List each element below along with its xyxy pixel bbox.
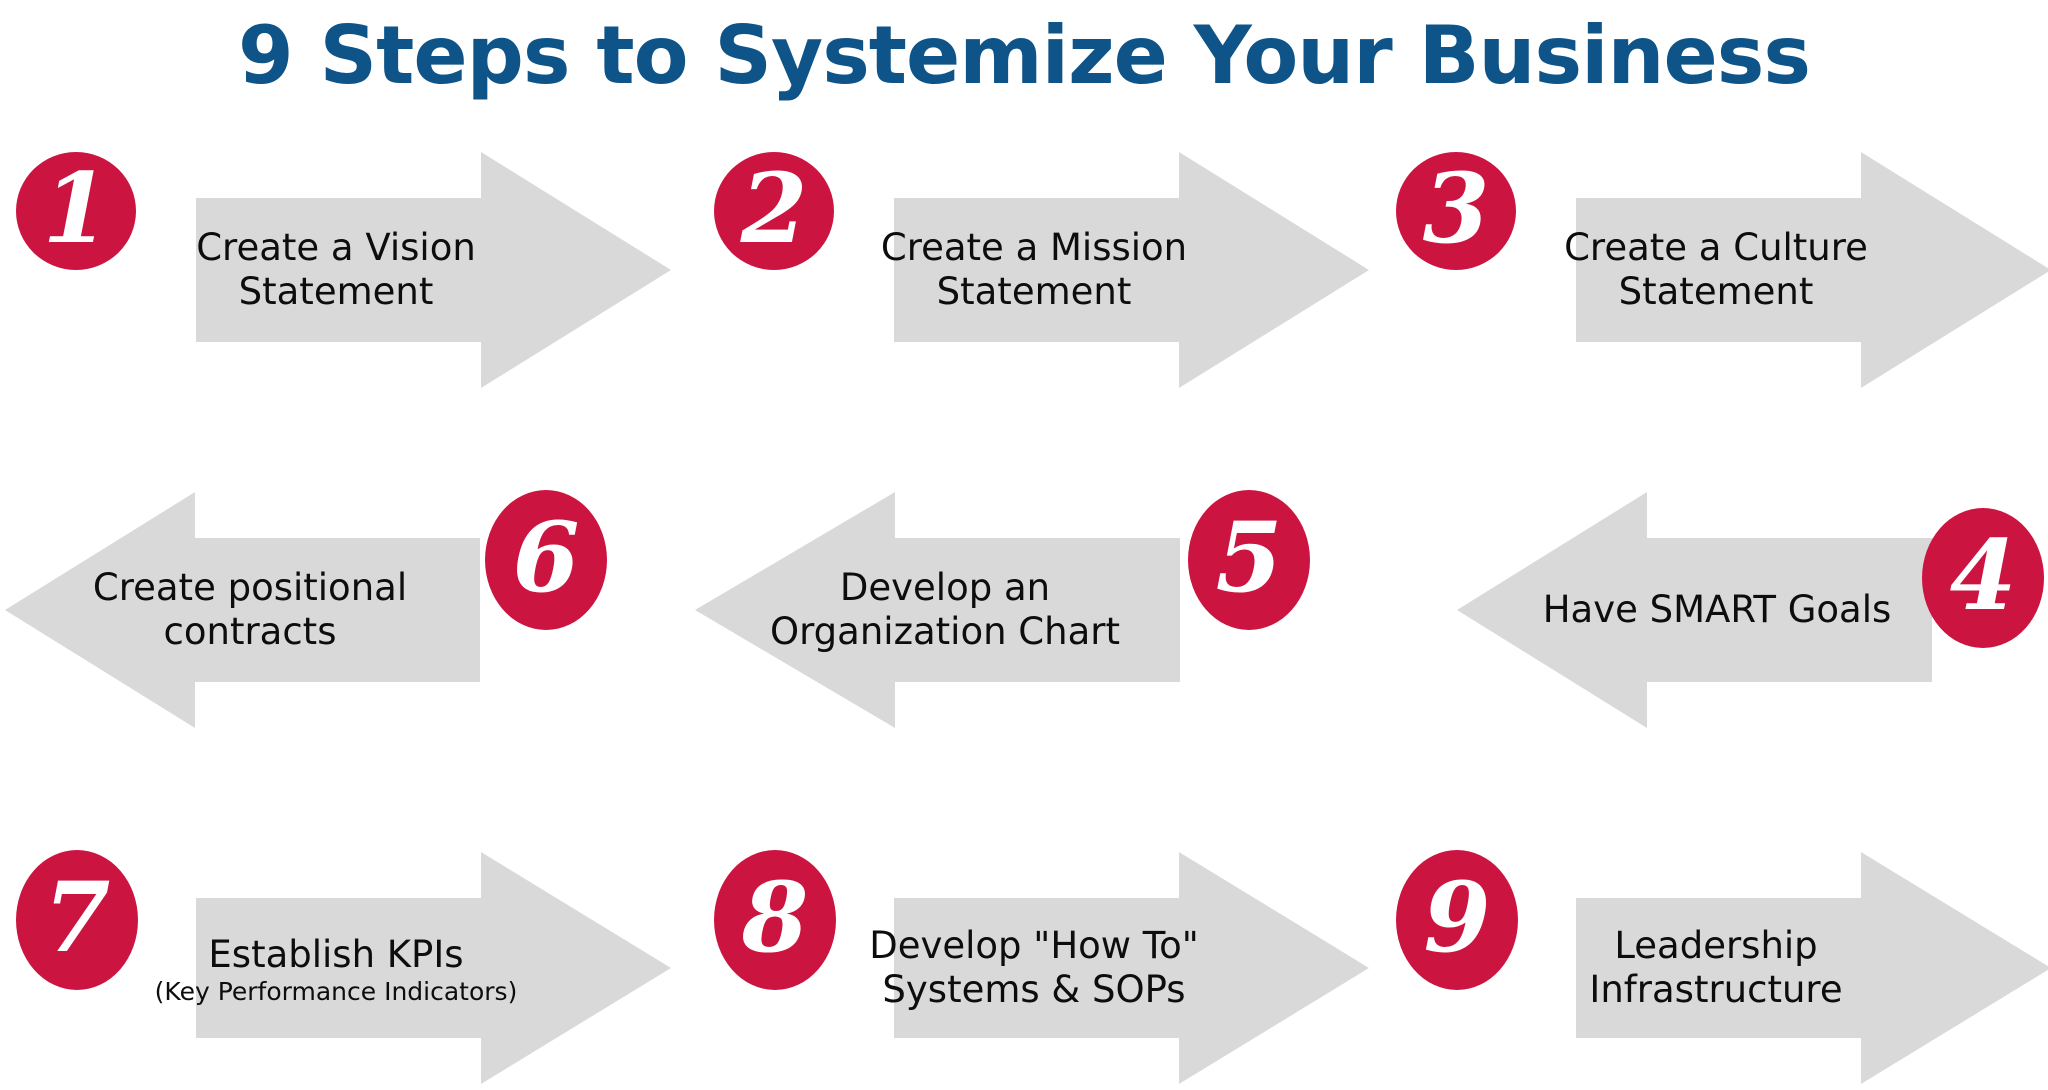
step-number-6: 6 — [512, 501, 580, 614]
step-label-2-line2: Statement — [936, 270, 1132, 313]
arrow-right-icon — [1576, 852, 2048, 1084]
step-label-4: Have SMART Goals — [1522, 562, 1912, 658]
arrow-left-icon — [695, 492, 1180, 728]
step-number-badge-3[interactable]: 3 — [1396, 152, 1516, 270]
step-number-badge-8[interactable]: 8 — [714, 850, 836, 990]
step-label-8-line1: Develop "How To" — [869, 924, 1199, 967]
step-3[interactable]: 3 Create a Culture Statement — [1396, 140, 2048, 400]
step-label-1-line1: Create a Vision — [196, 226, 476, 269]
step-label-2: Create a Mission Statement — [880, 200, 1188, 340]
step-label-3: Create a Culture Statement — [1564, 200, 1868, 340]
step-label-5-line1: Develop an — [839, 566, 1051, 609]
step-label-5: Develop an Organization Chart — [770, 540, 1120, 680]
step-label-9-line1: Leadership — [1614, 924, 1818, 967]
step-label-8: Develop "How To" Systems & SOPs — [869, 898, 1199, 1038]
step-number-badge-7[interactable]: 7 — [16, 850, 138, 990]
step-number-7: 7 — [43, 861, 111, 974]
step-number-badge-5[interactable]: 5 — [1188, 490, 1310, 630]
step-label-9-line2: Infrastructure — [1589, 968, 1843, 1011]
step-label-7-sub: (Key Performance Indicators) — [154, 977, 518, 1006]
step-label-6: Create positional contracts — [80, 540, 420, 680]
arrow-left-icon — [5, 492, 480, 728]
step-number-9: 9 — [1423, 861, 1491, 974]
step-label-3-line1: Create a Culture — [1564, 226, 1868, 269]
arrow-right-icon — [196, 852, 671, 1084]
step-label-2-line1: Create a Mission — [880, 226, 1188, 269]
step-number-8: 8 — [741, 861, 809, 974]
step-number-3: 3 — [1422, 152, 1490, 265]
step-8[interactable]: 8 Develop "How To" Systems & SOPs — [714, 840, 1374, 1090]
step-label-6-line2: contracts — [163, 610, 337, 653]
step-6[interactable]: 6 Create positional contracts — [0, 480, 660, 740]
arrow-right-icon — [1576, 152, 2048, 388]
step-label-8-line2: Systems & SOPs — [882, 968, 1186, 1011]
step-label-3-line2: Statement — [1618, 270, 1814, 313]
step-label-7-line1: Establish KPIs — [208, 933, 464, 976]
arrow-right-icon — [196, 152, 671, 388]
step-label-7: Establish KPIs (Key Performance Indicato… — [155, 900, 518, 1040]
step-number-badge-9[interactable]: 9 — [1396, 850, 1518, 990]
step-9[interactable]: 9 Leadership Infrastructure — [1396, 840, 2048, 1090]
step-number-badge-1[interactable]: 1 — [16, 152, 136, 270]
step-number-5: 5 — [1215, 501, 1283, 614]
step-label-6-line1: Create positional — [92, 566, 408, 609]
step-number-1: 1 — [42, 152, 110, 265]
step-number-badge-6[interactable]: 6 — [485, 490, 607, 630]
page-title: 9 Steps to Systemize Your Business — [238, 9, 1811, 102]
arrow-right-icon — [894, 852, 1369, 1084]
step-label-9: Leadership Infrastructure — [1556, 898, 1876, 1038]
step-label-1-line2: Statement — [238, 270, 434, 313]
step-7[interactable]: 7 Establish KPIs (Key Performance Indica… — [16, 840, 676, 1090]
step-number-2: 2 — [740, 152, 808, 265]
step-2[interactable]: 2 Create a Mission Statement — [714, 140, 1374, 400]
step-1[interactable]: 1 Create a Vision Statement — [16, 140, 676, 400]
arrow-left-icon — [1457, 492, 1932, 728]
step-number-4: 4 — [1949, 519, 2017, 632]
step-number-badge-2[interactable]: 2 — [714, 152, 834, 270]
step-label-5-line2: Organization Chart — [770, 610, 1120, 653]
step-number-badge-4[interactable]: 4 — [1922, 508, 2044, 648]
step-4[interactable]: 4 Have SMART Goals — [1382, 480, 2048, 740]
arrow-right-icon — [894, 152, 1369, 388]
step-label-4-line1: Have SMART Goals — [1542, 588, 1892, 631]
step-5[interactable]: 5 Develop an Organization Chart — [690, 480, 1350, 740]
step-label-1: Create a Vision Statement — [186, 200, 486, 340]
